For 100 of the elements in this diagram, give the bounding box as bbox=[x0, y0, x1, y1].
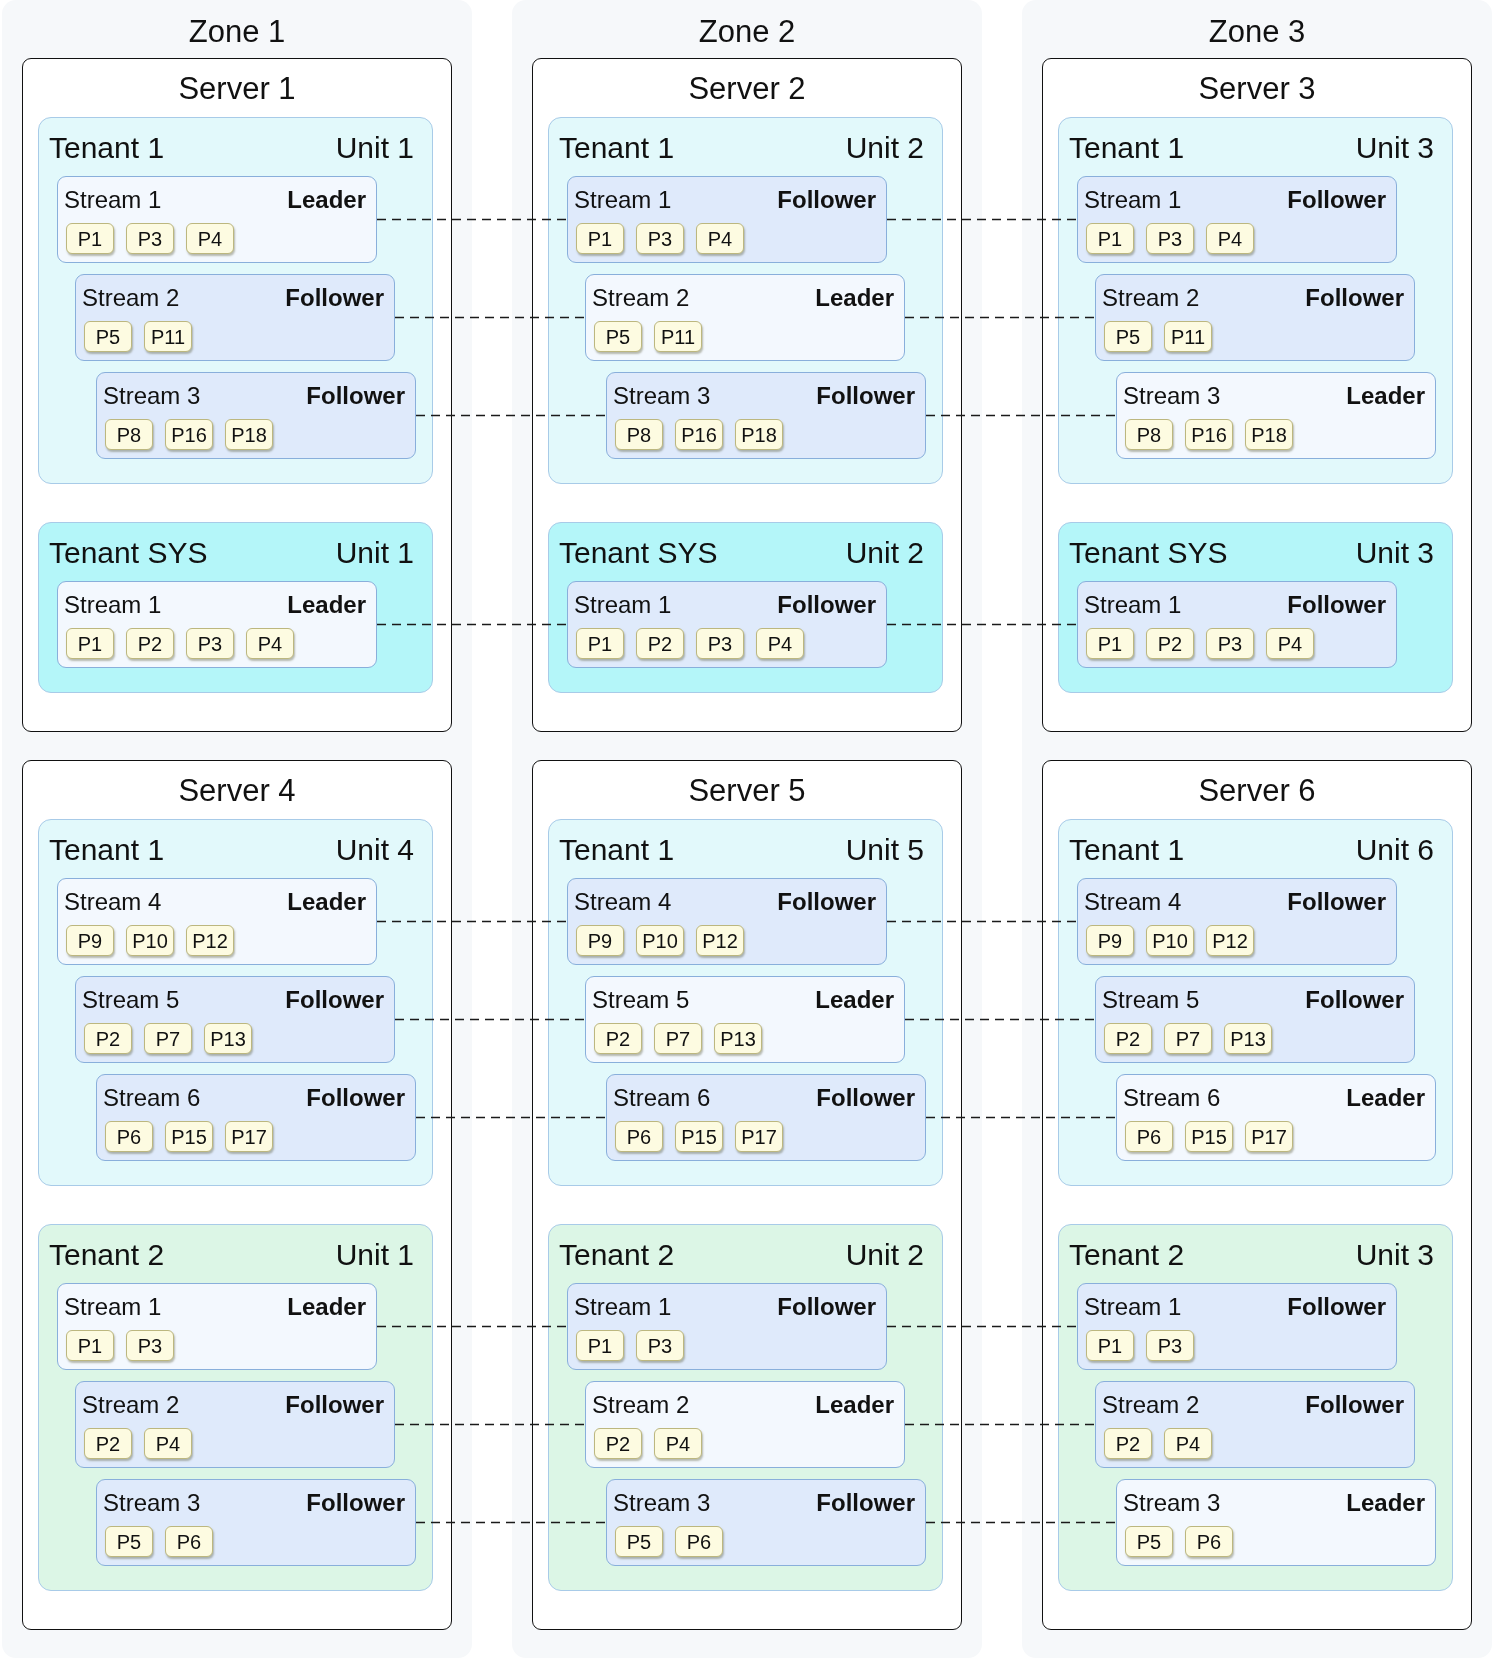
server-title: Server 2 bbox=[688, 72, 806, 104]
role-label: Leader bbox=[815, 1393, 894, 1417]
partition-tag: P4 bbox=[186, 223, 234, 254]
partition-tag: P11 bbox=[654, 321, 702, 352]
partition-tag: P6 bbox=[165, 1526, 213, 1557]
role-label: Follower bbox=[777, 1295, 876, 1319]
partition-tag: P5 bbox=[594, 321, 642, 352]
unit-label: Unit 6 bbox=[1355, 835, 1434, 865]
server-title: Server 5 bbox=[688, 774, 806, 806]
stream-name: Stream 3 bbox=[613, 1491, 711, 1515]
tenant-box bbox=[548, 819, 943, 1186]
partition-tag: P13 bbox=[1224, 1023, 1272, 1054]
stream-box bbox=[1116, 372, 1436, 459]
partition-tag: P13 bbox=[714, 1023, 762, 1054]
tenant-name: Tenant 2 bbox=[49, 1240, 165, 1270]
dashed-line bbox=[925, 1116, 1117, 1119]
tenant-name: Tenant 1 bbox=[1069, 133, 1185, 163]
server-box bbox=[22, 760, 452, 1630]
stream-name: Stream 3 bbox=[103, 1491, 201, 1515]
partition-tag: P5 bbox=[615, 1526, 663, 1557]
stream-name: Stream 5 bbox=[1102, 988, 1200, 1012]
partition-tag: P16 bbox=[165, 419, 213, 450]
tenant-name: Tenant 1 bbox=[49, 133, 165, 163]
server-box bbox=[532, 760, 962, 1630]
partition-tag: P3 bbox=[186, 628, 234, 659]
tenant-name: Tenant SYS bbox=[49, 538, 208, 568]
role-label: Follower bbox=[306, 1491, 405, 1515]
role-label: Follower bbox=[816, 1086, 915, 1110]
stream-name: Stream 1 bbox=[1084, 188, 1182, 212]
role-label: Follower bbox=[777, 593, 876, 617]
stream-box bbox=[567, 878, 887, 965]
tenant-name: Tenant 1 bbox=[1069, 835, 1185, 865]
partition-tag: P18 bbox=[1245, 419, 1293, 450]
stream-name: Stream 6 bbox=[1123, 1086, 1221, 1110]
partition-tag: P2 bbox=[1104, 1023, 1152, 1054]
partition-tag: P6 bbox=[1125, 1121, 1173, 1152]
stream-box bbox=[1116, 1479, 1436, 1566]
tenant-box bbox=[548, 1224, 943, 1591]
dashed-line bbox=[394, 1423, 586, 1426]
partition-tag: P3 bbox=[1146, 223, 1194, 254]
partition-tag: P7 bbox=[1164, 1023, 1212, 1054]
tenant-name: Tenant 1 bbox=[49, 835, 165, 865]
role-label: Follower bbox=[816, 384, 915, 408]
partition-tag: P15 bbox=[165, 1121, 213, 1152]
partition-tag: P12 bbox=[186, 925, 234, 956]
role-label: Leader bbox=[815, 286, 894, 310]
stream-name: Stream 4 bbox=[574, 890, 672, 914]
tenant-box bbox=[38, 522, 433, 693]
tenant-box bbox=[38, 117, 433, 484]
partition-tag: P11 bbox=[1164, 321, 1212, 352]
server-title: Server 1 bbox=[178, 72, 296, 104]
server-box bbox=[1042, 760, 1472, 1630]
zone-title: Zone 1 bbox=[188, 15, 286, 47]
tenant-box bbox=[1058, 819, 1453, 1186]
stream-box bbox=[1077, 176, 1397, 263]
stream-box bbox=[57, 878, 377, 965]
tenant-name: Tenant 1 bbox=[559, 133, 675, 163]
partition-tag: P10 bbox=[636, 925, 684, 956]
partition-tag: P1 bbox=[66, 628, 114, 659]
stream-box bbox=[585, 274, 905, 361]
partition-tag: P7 bbox=[654, 1023, 702, 1054]
dashed-line bbox=[415, 414, 607, 417]
role-label: Follower bbox=[777, 188, 876, 212]
stream-box bbox=[1116, 1074, 1436, 1161]
dashed-line bbox=[904, 316, 1096, 319]
server-title: Server 6 bbox=[1198, 774, 1316, 806]
stream-box bbox=[606, 1074, 926, 1161]
dashed-line bbox=[376, 1325, 568, 1328]
partition-tag: P1 bbox=[1086, 223, 1134, 254]
partition-tag: P4 bbox=[246, 628, 294, 659]
stream-name: Stream 6 bbox=[103, 1086, 201, 1110]
partition-tag: P3 bbox=[1206, 628, 1254, 659]
partition-tag: P3 bbox=[636, 1330, 684, 1361]
partition-tag: P8 bbox=[615, 419, 663, 450]
dashed-line bbox=[376, 218, 568, 221]
role-label: Leader bbox=[1346, 1491, 1425, 1515]
partition-tag: P15 bbox=[1185, 1121, 1233, 1152]
stream-name: Stream 1 bbox=[1084, 593, 1182, 617]
stream-box bbox=[96, 1074, 416, 1161]
unit-label: Unit 1 bbox=[335, 133, 414, 163]
role-label: Follower bbox=[285, 988, 384, 1012]
role-label: Leader bbox=[287, 1295, 366, 1319]
stream-name: Stream 1 bbox=[64, 593, 162, 617]
partition-tag: P4 bbox=[144, 1428, 192, 1459]
tenant-box bbox=[38, 819, 433, 1186]
partition-tag: P6 bbox=[105, 1121, 153, 1152]
partition-tag: P5 bbox=[105, 1526, 153, 1557]
stream-box bbox=[75, 976, 395, 1063]
stream-name: Stream 3 bbox=[613, 384, 711, 408]
stream-name: Stream 1 bbox=[574, 188, 672, 212]
stream-box bbox=[1077, 1283, 1397, 1370]
partition-tag: P1 bbox=[576, 1330, 624, 1361]
role-label: Follower bbox=[1287, 188, 1386, 212]
stream-box bbox=[585, 1381, 905, 1468]
partition-tag: P2 bbox=[84, 1428, 132, 1459]
stream-name: Stream 2 bbox=[1102, 286, 1200, 310]
stream-name: Stream 1 bbox=[64, 188, 162, 212]
role-label: Leader bbox=[1346, 1086, 1425, 1110]
partition-tag: P9 bbox=[66, 925, 114, 956]
partition-tag: P4 bbox=[756, 628, 804, 659]
